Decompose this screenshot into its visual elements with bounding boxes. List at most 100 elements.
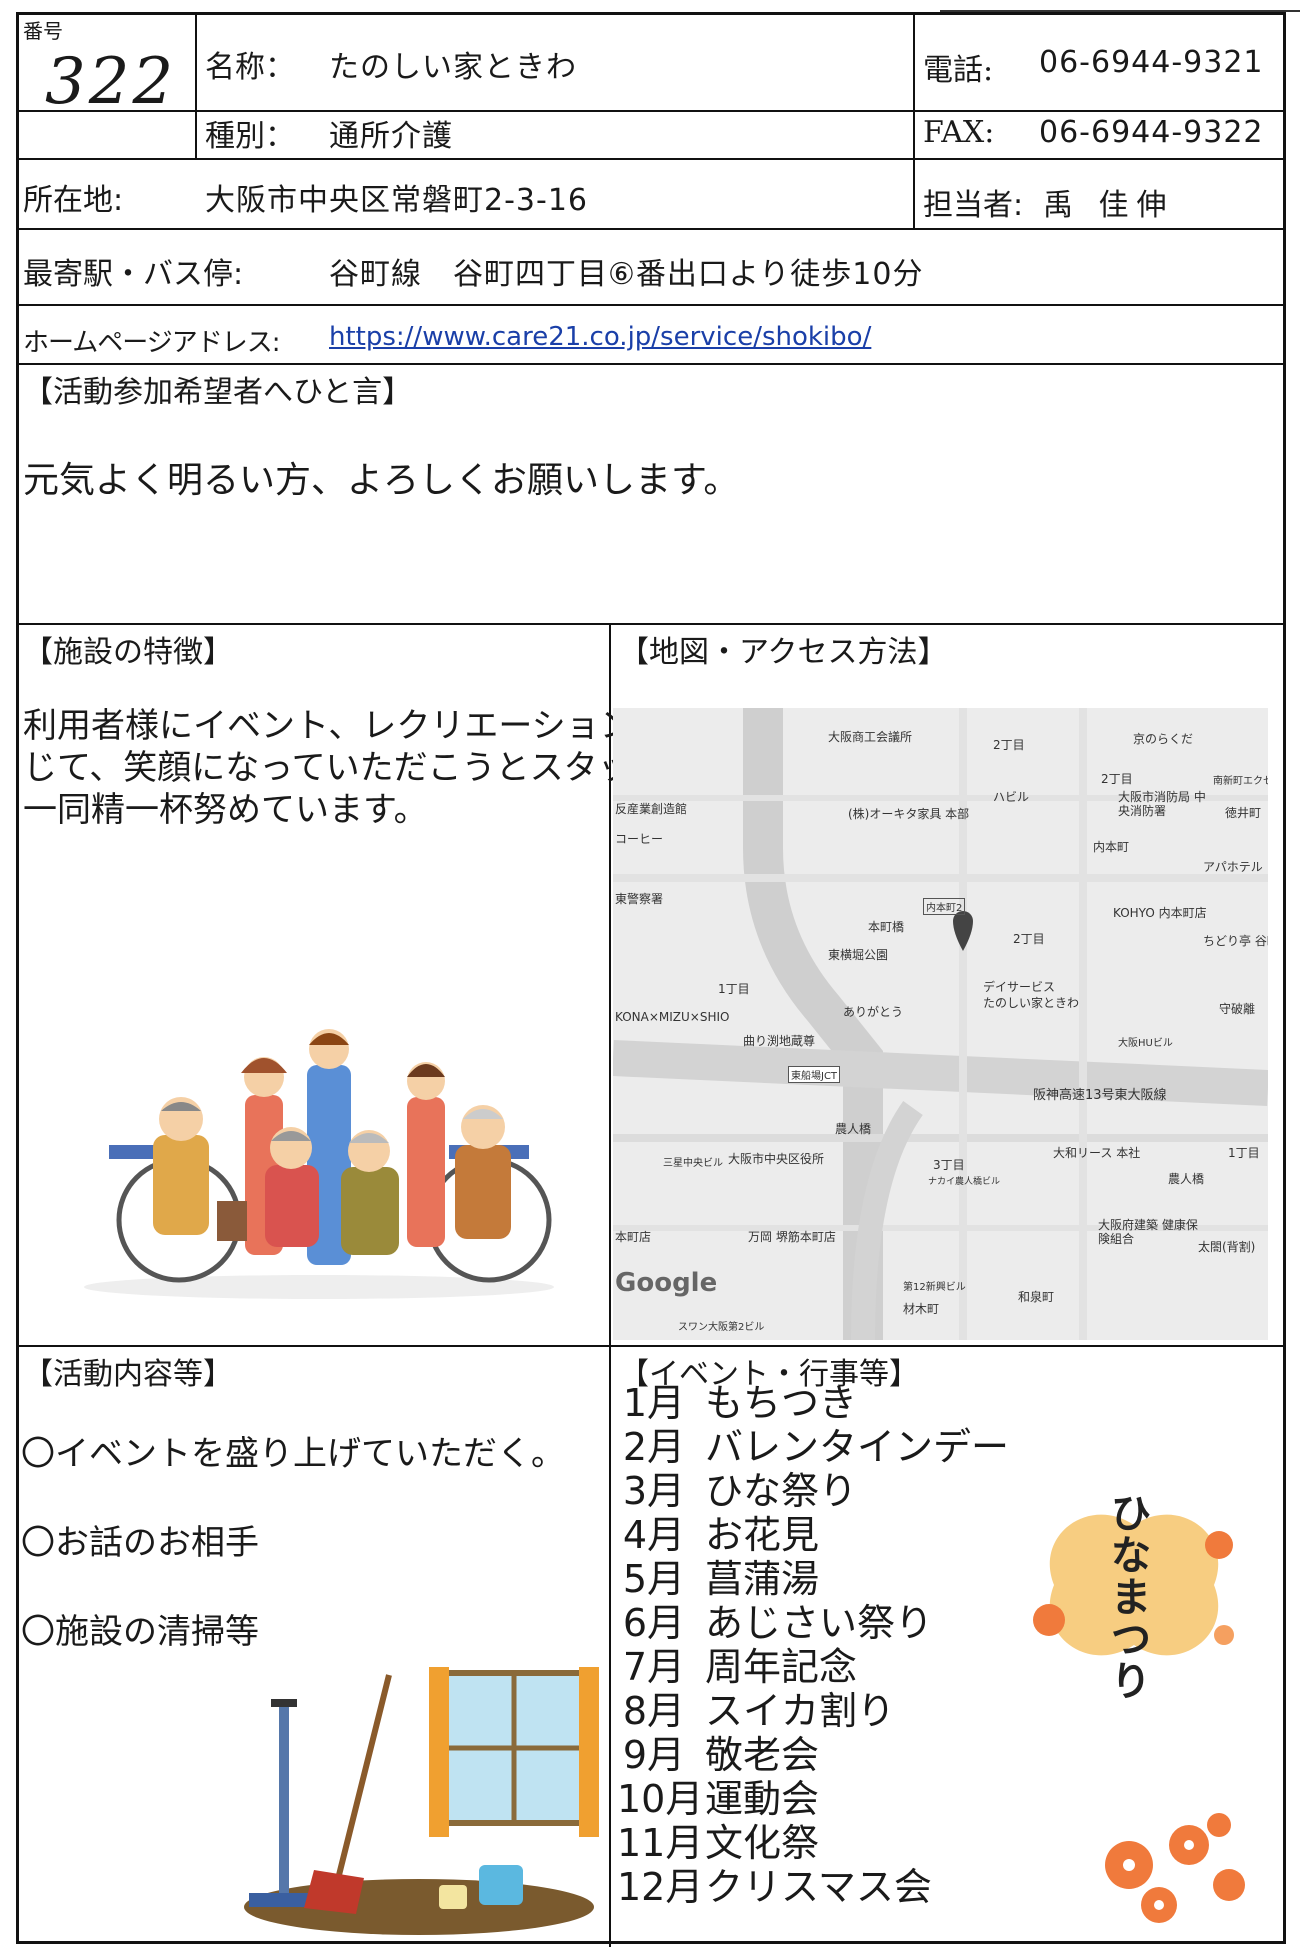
- contact-value: 禹 佳伸: [1043, 188, 1175, 223]
- map-label: コーヒー: [615, 832, 664, 846]
- event-name: スイカ割り: [705, 1689, 896, 1733]
- event-month: 10月: [617, 1777, 704, 1821]
- map-label: ハビル: [993, 790, 1030, 804]
- event-month: 4月: [622, 1513, 685, 1557]
- homepage-link[interactable]: https://www.care21.co.jp/service/shokibo…: [329, 322, 872, 352]
- phone-label: 電話:: [923, 53, 994, 88]
- event-name: あじさい祭り: [705, 1601, 934, 1645]
- map-label: Google: [615, 1268, 718, 1298]
- event-row: 11月文化祭: [617, 1821, 1017, 1865]
- type-value: 通所介護: [329, 119, 453, 154]
- map-label: 阪神高速13号東大阪線: [1033, 1088, 1167, 1103]
- number-label: 番号: [23, 19, 63, 43]
- event-row: 8月スイカ割り: [617, 1689, 1017, 1733]
- map-label: 大阪商工会議所: [828, 730, 913, 744]
- map-label: たのしい家ときわ: [983, 996, 1080, 1010]
- event-name: お花見: [705, 1513, 820, 1557]
- number-value: 322: [45, 45, 177, 119]
- cleaning-illustration: [244, 1667, 599, 1935]
- event-name: 文化祭: [705, 1821, 820, 1865]
- features-line: 利用者様にイベント、レクリエーションを通: [23, 706, 702, 746]
- map-label: 守破離: [1219, 1002, 1256, 1016]
- map-label: 東横堀公園: [828, 948, 889, 962]
- event-row: 7月周年記念: [617, 1645, 1017, 1689]
- event-month: 11月: [617, 1821, 704, 1865]
- event-name: クリスマス会: [705, 1865, 932, 1909]
- map-label: ちどり亭 谷町: [1203, 934, 1268, 948]
- rule-header: [19, 110, 1283, 112]
- map-label: 南新町エクセル: [1213, 776, 1268, 787]
- map-label: 大阪市中央区役所: [728, 1152, 825, 1166]
- map-roads: [613, 708, 1268, 1340]
- map-label: 本町店: [615, 1230, 652, 1244]
- map-label: 第12新興ビル: [903, 1282, 966, 1293]
- event-name: バレンタインデー: [705, 1425, 1010, 1469]
- event-month: 7月: [622, 1645, 685, 1689]
- access-map[interactable]: 大阪商工会議所 2丁目 京のらくだ 2丁目 大阪市消防局 中央消防署 南新町エク…: [613, 708, 1268, 1340]
- plum-blossom-cluster-icon: [1105, 1813, 1245, 1923]
- map-label: 3丁目: [933, 1158, 965, 1172]
- message-text: 元気よく明るい方、よろしくお願いします。: [23, 460, 740, 501]
- map-label: ありがとう: [843, 1005, 904, 1019]
- fax-label: FAX:: [923, 115, 995, 150]
- map-label: 本町橋: [868, 920, 905, 934]
- fax-value: 06-6944-9322: [1039, 115, 1264, 150]
- event-month: 9月: [622, 1733, 685, 1777]
- event-month: 12月: [617, 1865, 704, 1909]
- map-label: 太閤(背割): [1198, 1240, 1256, 1254]
- facility-sheet: 番号 322 名称： たのしい家ときわ 種別： 通所介護 電話: 06-6944…: [16, 12, 1286, 1947]
- rule-station-bottom: [19, 304, 1283, 306]
- map-label: 三星中央ビル: [663, 1158, 723, 1169]
- map-label: 京のらくだ: [1133, 732, 1194, 746]
- map-label: 材木町: [903, 1302, 940, 1316]
- map-label: 万岡 堺筋本町店: [748, 1230, 836, 1244]
- map-label: 東警察署: [615, 892, 664, 906]
- event-name: 敬老会: [705, 1733, 820, 1777]
- map-label: ナカイ農人橋ビル: [928, 1177, 1001, 1187]
- map-label: 和泉町: [1018, 1290, 1055, 1304]
- address-value: 大阪市中央区常磐町2-3-16: [205, 183, 588, 218]
- activities-heading: 【活動内容等】: [23, 1357, 233, 1392]
- rule-center-col: [609, 623, 611, 1947]
- station-label: 最寄駅・バス停:: [23, 257, 244, 292]
- station-value: 谷町線 谷町四丁目⑥番出口より徒歩10分: [329, 257, 924, 292]
- event-month: 2月: [622, 1425, 685, 1469]
- features-heading: 【施設の特徴】: [23, 635, 233, 670]
- plum-blossom-icon: [1033, 1514, 1234, 1656]
- map-label: スワン大阪第2ビル: [678, 1322, 765, 1333]
- elderly-care-illustration: [84, 1029, 554, 1299]
- map-label: KONA×MIZU×SHIO: [615, 1010, 730, 1024]
- contact-label: 担当者:: [923, 188, 1024, 223]
- event-row: 10月運動会: [617, 1777, 1017, 1821]
- map-label: 大阪HUビル: [1118, 1038, 1173, 1049]
- map-label: (株)オーキタ家具 本部: [848, 807, 970, 821]
- event-row: 6月あじさい祭り: [617, 1601, 1017, 1645]
- page-edge-fragment: [900, 0, 1300, 12]
- event-name: もちつき: [705, 1381, 858, 1425]
- event-row: 12月クリスマス会: [617, 1865, 1017, 1909]
- name-label: 名称：: [205, 50, 295, 85]
- rule-number-cell: [195, 15, 197, 158]
- event-row: 4月お花見: [617, 1513, 1017, 1557]
- event-name: 菖蒲湯: [705, 1557, 820, 1601]
- map-label: 2丁目: [1013, 932, 1045, 946]
- address-label: 所在地:: [23, 183, 124, 218]
- map-label: 曲り渕地蔵尊: [743, 1034, 816, 1048]
- event-name: 運動会: [705, 1777, 820, 1821]
- map-label: 内本町2: [923, 898, 966, 915]
- phone-value: 06-6944-9321: [1039, 45, 1264, 80]
- map-heading: 【地図・アクセス方法】: [619, 635, 948, 670]
- map-label: 農人橋: [1168, 1172, 1205, 1186]
- rule-phone-col: [913, 15, 915, 228]
- activity-item: 〇お話のお相手: [21, 1523, 259, 1563]
- hina-matsuri-badge: ひなまつり: [1019, 1485, 1249, 1703]
- event-month: 3月: [622, 1469, 685, 1513]
- map-label: 1丁目: [718, 982, 750, 996]
- message-heading: 【活動参加希望者へひと言】: [23, 375, 413, 410]
- rule-message-bottom: [19, 623, 1283, 625]
- hina-matsuri-text: ひなまつり: [1111, 1490, 1151, 1705]
- event-month: 1月: [622, 1381, 685, 1425]
- name-value: たのしい家ときわ: [329, 50, 577, 85]
- activity-item: 〇イベントを盛り上げていただく。: [21, 1434, 565, 1474]
- features-line: 一同精一杯努めています。: [23, 790, 428, 830]
